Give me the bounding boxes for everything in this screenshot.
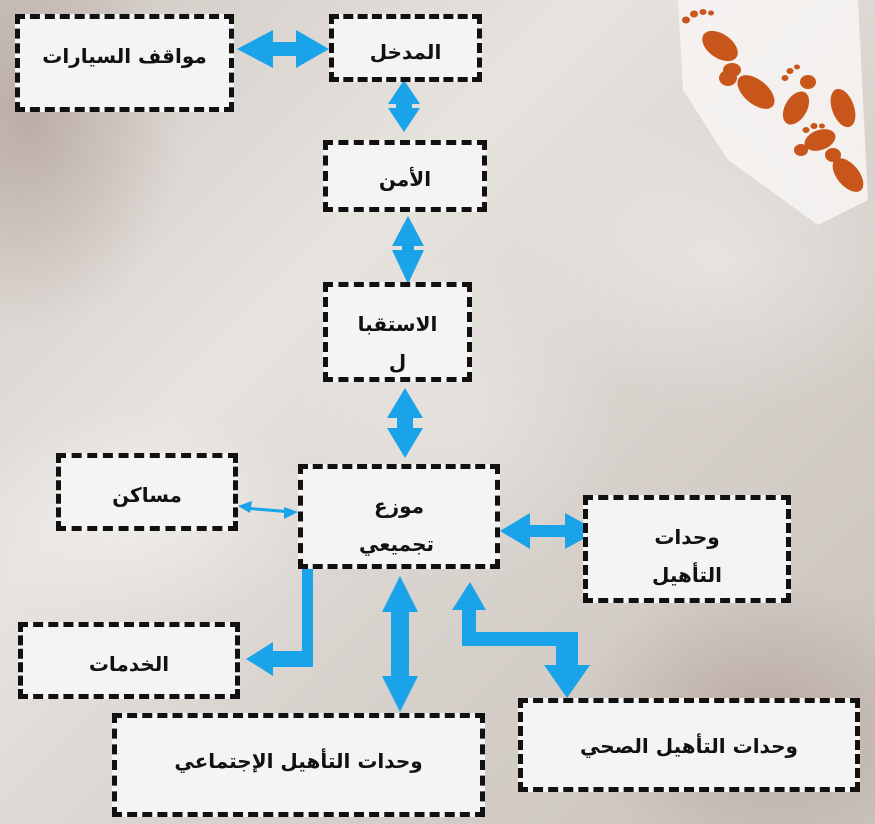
arrow-distributor-services: [246, 562, 313, 676]
node-housing-label: مساكن: [112, 483, 182, 507]
arrow-parking-entrance: [237, 30, 329, 68]
node-reception: الاستقبال: [323, 282, 472, 382]
arrow-health-distributor: [452, 582, 590, 698]
node-services-label: الخدمات: [88, 652, 170, 676]
node-parking: مواقف السيارات: [15, 14, 234, 112]
arrow-security-reception: [392, 216, 424, 284]
node-housing: مساكن: [56, 453, 238, 531]
node-entrance: المدخل: [329, 14, 482, 82]
arrow-housing-distributor: [238, 501, 298, 519]
node-services: الخدمات: [18, 622, 240, 699]
node-security: الأمن: [323, 140, 487, 212]
footprints-icon: [678, 0, 868, 225]
node-health-rehab-label: وحدات التأهيل الصحي: [580, 734, 798, 758]
node-health-rehab: وحدات التأهيل الصحي: [518, 698, 860, 792]
arrow-distributor-social: [382, 576, 418, 712]
node-distributor-label: موزع تجميعي: [358, 494, 434, 556]
node-rehab-units-label: وحدات التأهيل: [652, 525, 722, 587]
node-parking-label: مواقف السيارات: [42, 44, 207, 68]
node-reception-label: الاستقبال: [357, 312, 438, 374]
node-security-label: الأمن: [378, 167, 432, 191]
node-social-rehab-label: وحدات التأهيل الإجتماعي: [174, 749, 423, 773]
arrow-distributor-rehab: [500, 513, 598, 549]
node-social-rehab: وحدات التأهيل الإجتماعي: [112, 713, 485, 817]
node-distributor: موزع تجميعي: [298, 464, 500, 569]
arrow-reception-distributor: [387, 388, 423, 458]
node-entrance-label: المدخل: [369, 40, 442, 64]
arrow-entrance-security: [388, 80, 420, 132]
node-rehab-units: وحدات التأهيل: [583, 495, 791, 603]
